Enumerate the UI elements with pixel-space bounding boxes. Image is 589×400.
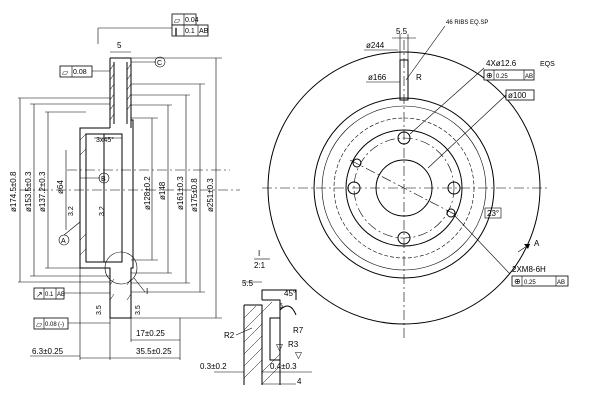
braking-ring-inner — [313, 97, 495, 279]
thread-position-frame: ⊕ 0.25 AB — [511, 275, 569, 287]
dim-d175: ø175±0.8 — [190, 178, 199, 212]
holes-eqs: EQS — [540, 61, 555, 68]
svg-text:0.1: 0.1 — [185, 28, 195, 35]
dim-17: 17±0.25 — [136, 329, 165, 338]
flatness-frame: ▱ 0.04 — [171, 13, 199, 26]
detail-hatching — [243, 301, 281, 385]
centre-bore — [375, 159, 433, 217]
chamfer-note: 3x45° — [96, 136, 114, 144]
svg-text:⊕: ⊕ — [514, 277, 521, 286]
dim-355: 35.5±0.25 — [136, 347, 172, 356]
plan-angle-23: 23° — [487, 209, 499, 218]
detail-r3: R3 — [288, 340, 299, 349]
detail-r2: R2 — [224, 331, 235, 340]
roughness-35b: 3.5 — [135, 305, 142, 315]
dim-63: 6.3±0.25 — [32, 347, 64, 356]
holes-position-frame: ⊕ 0.25 AB — [483, 69, 535, 81]
detail-scale-label: I — [258, 249, 260, 258]
bolt-hole-right — [447, 181, 461, 195]
bolt-hole-left — [347, 181, 361, 195]
plan-d244: ø244 — [366, 41, 385, 50]
datum-b: B — [101, 176, 106, 183]
svg-text:0.04: 0.04 — [185, 17, 199, 24]
svg-text:(-): (-) — [58, 322, 64, 328]
datum-a: A — [61, 238, 66, 245]
dim-d137: ø137.2±0.3 — [38, 171, 47, 212]
roughness-32b: 3.2 — [99, 206, 106, 216]
detail-dim-4: 4 — [297, 377, 302, 386]
thread-hole-1 — [352, 158, 362, 168]
svg-text:▽: ▽ — [276, 342, 283, 352]
svg-text:AB: AB — [199, 28, 209, 35]
datum-c: C — [157, 60, 162, 67]
outer-rim — [267, 51, 541, 325]
svg-text:AB: AB — [57, 292, 65, 298]
plan-dim-55: 5.5 — [396, 27, 408, 36]
d100-label: ø100 — [427, 89, 535, 169]
dim-d161: ø161±0.3 — [176, 176, 185, 210]
runout2-frame: ▱ 0.08 (-) — [33, 317, 110, 330]
svg-text:0.25: 0.25 — [524, 280, 536, 286]
detail-dim-03: 0.3±0.2 — [200, 362, 227, 371]
datum-b-marker — [98, 172, 110, 184]
section-view: ø174.5±0.8 ø153.5±0.3 ø137.2±0.3 ø64 ø12… — [9, 13, 240, 360]
svg-text:▱: ▱ — [62, 68, 69, 77]
roughness-35a: 3.5 — [96, 305, 103, 315]
svg-text:▱: ▱ — [36, 320, 43, 329]
section-hatching — [79, 63, 132, 301]
plan-view: 5.5 ø244 46 RIBS EQ.SP 4Xø12.6 EQS ⊕ 0.2… — [262, 20, 569, 340]
svg-text:0.08: 0.08 — [73, 69, 87, 76]
svg-text:⊕: ⊕ — [486, 71, 493, 80]
ring-inner-2 — [321, 105, 487, 271]
parallelism-frame: ∥ 0.1 AB — [171, 24, 209, 37]
bolt-hole-bottom — [397, 231, 411, 245]
detail-dim-55: 5.5 — [242, 279, 254, 288]
rib-slot — [399, 59, 409, 101]
detail-angle: 45° — [284, 289, 296, 298]
bolt-circle — [353, 137, 455, 239]
plan-radius-r: R — [416, 73, 422, 82]
svg-text:∥: ∥ — [174, 27, 178, 36]
svg-text:▽: ▽ — [295, 350, 302, 360]
detail-circle — [104, 251, 138, 285]
dim-d148: ø148 — [158, 181, 167, 200]
roughness-32a: 3.2 — [68, 206, 75, 216]
dim-d128: ø128±0.2 — [143, 176, 152, 210]
svg-text:0.25: 0.25 — [496, 74, 508, 80]
dim-top-width: 5 — [117, 41, 122, 50]
svg-text:AB: AB — [557, 280, 565, 286]
detail-r7: R7 — [293, 326, 304, 335]
detail-view: I 2:1 5.5 45° R2 5 R7 R3 ▽ ▽ 0.3±0.2 — [200, 249, 312, 386]
detail-dim-04: 0.4±0.3 — [270, 362, 297, 371]
datum-c-marker — [154, 56, 166, 68]
svg-text:↗: ↗ — [36, 290, 43, 299]
hat-outer — [345, 129, 463, 247]
dim-d174: ø174.5±0.8 — [9, 171, 18, 212]
svg-text:AB: AB — [525, 74, 533, 80]
dim-d153: ø153.5±0.3 — [24, 171, 33, 212]
dim-d64: ø64 — [56, 180, 65, 194]
bolt-hole-top — [397, 131, 411, 145]
plan-d166: ø166 — [368, 73, 387, 82]
detail-ref: I — [146, 287, 148, 296]
svg-text:0.1: 0.1 — [45, 292, 54, 298]
ring-hidden — [333, 117, 475, 259]
flatness-small-frame: ▱ 0.08 — [59, 65, 110, 78]
runout-frame: ↗ 0.1 AB — [33, 287, 110, 300]
svg-text:0.08: 0.08 — [45, 322, 57, 328]
view-a: A — [534, 239, 540, 248]
detail-r5: 5 — [279, 303, 283, 310]
svg-text:ø100: ø100 — [508, 91, 527, 100]
ribs-note: 46 RIBS EQ.SP — [446, 20, 488, 26]
holes-note: 4Xø12.6 — [486, 59, 517, 68]
svg-text:▱: ▱ — [174, 16, 181, 25]
thread-hole-2 — [446, 208, 456, 218]
detail-scale-value: 2:1 — [254, 261, 266, 270]
dim-d251: ø251±0.3 — [206, 178, 215, 212]
thread-note: 2XM8-6H — [512, 265, 546, 274]
